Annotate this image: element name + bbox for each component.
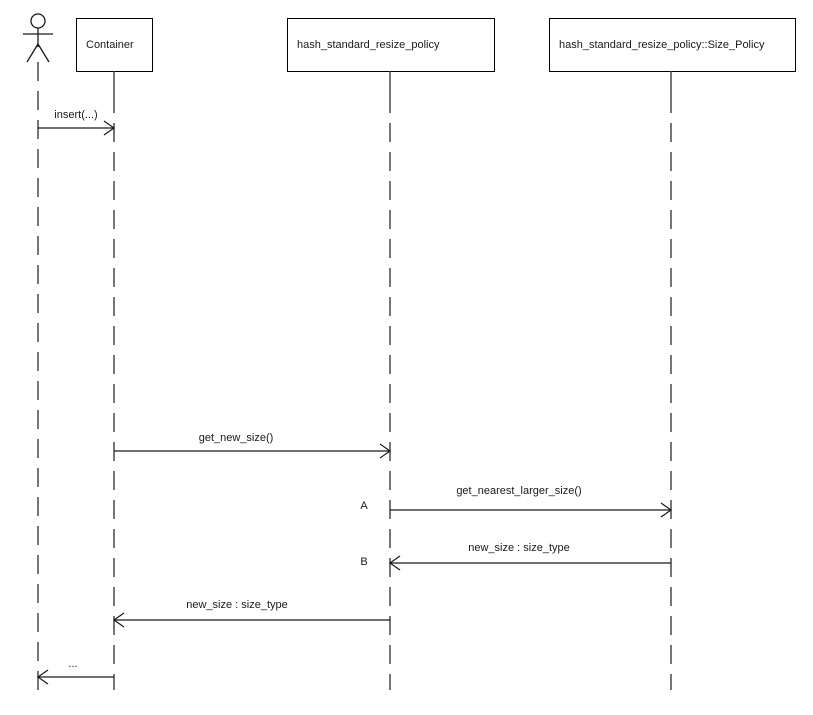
participant-resize-policy: hash_standard_resize_policy	[287, 18, 495, 72]
participant-label-resize-policy: hash_standard_resize_policy	[297, 39, 440, 51]
message-label-ellipsis: ...	[68, 658, 77, 670]
message-get-nearest-larger-size: get_nearest_larger_size() A	[360, 485, 673, 518]
message-arrowhead	[379, 443, 392, 459]
actor-head-icon	[30, 13, 46, 29]
participant-size-policy: hash_standard_resize_policy::Size_Policy	[549, 18, 796, 72]
message-return-new-size-outer: new_size : size_type	[112, 599, 390, 628]
message-label-get-nearest-larger-size: get_nearest_larger_size()	[456, 485, 581, 497]
message-arrowhead	[660, 502, 673, 518]
participant-box-resize-policy	[287, 18, 495, 72]
message-return-new-size-inner: new_size : size_type B	[360, 542, 671, 571]
message-label-return-new-size-inner: new_size : size_type	[468, 542, 570, 554]
message-label-return-new-size-outer: new_size : size_type	[186, 599, 288, 611]
participant-label-size-policy: hash_standard_resize_policy::Size_Policy	[559, 39, 765, 51]
actor-figure	[23, 13, 53, 63]
message-arrowhead	[388, 555, 401, 571]
message-label-get-new-size: get_new_size()	[199, 432, 274, 444]
participant-label-container: Container	[86, 39, 134, 51]
actor-leg-left	[26, 43, 39, 63]
message-marker-b: B	[360, 556, 367, 568]
message-marker-a: A	[360, 500, 368, 512]
participant-container: Container	[76, 18, 153, 72]
message-label-insert: insert(...)	[54, 109, 97, 121]
message-arrowhead	[103, 120, 116, 136]
message-arrowhead	[36, 669, 49, 685]
participant-box-container	[76, 18, 153, 72]
message-get-new-size: get_new_size()	[114, 432, 392, 459]
participant-box-size-policy	[549, 18, 796, 72]
message-insert: insert(...)	[38, 109, 116, 136]
message-arrowhead	[112, 612, 125, 628]
message-return-ellipsis: ...	[36, 658, 114, 685]
actor-leg-right	[37, 43, 50, 63]
